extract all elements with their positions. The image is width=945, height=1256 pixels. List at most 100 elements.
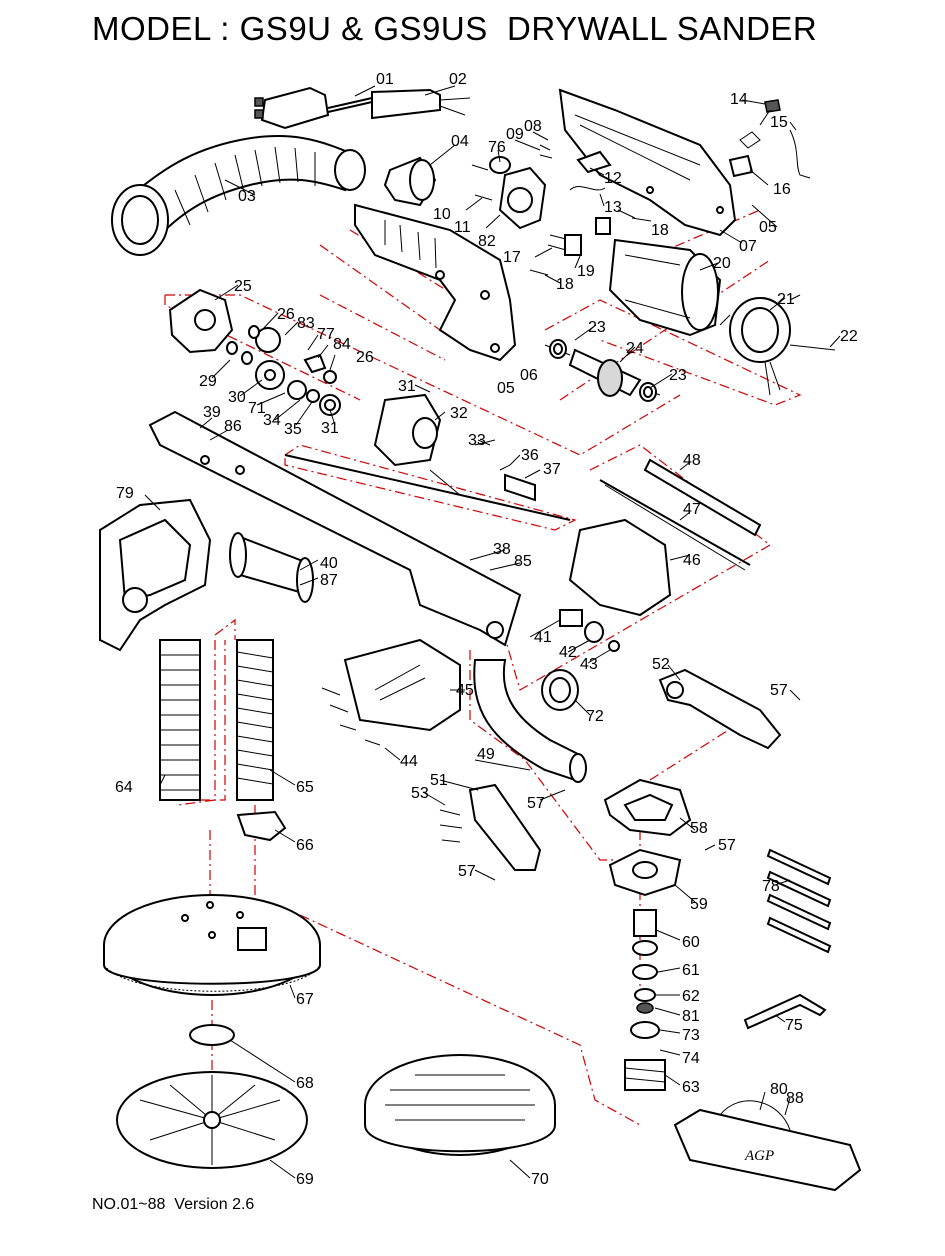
- label-57: 57: [718, 837, 736, 854]
- label-17: 17: [503, 249, 521, 266]
- label-48: 48: [683, 452, 701, 469]
- label-82: 82: [478, 233, 496, 250]
- head-cover-icon: [373, 393, 442, 467]
- main-tube-icon: [148, 410, 522, 647]
- label-18: 18: [556, 276, 574, 293]
- version-footer: NO.01~88 Version 2.6: [92, 1196, 255, 1213]
- cable-tie-icon: [766, 848, 832, 954]
- leader-lines: [144, 85, 841, 1179]
- label-25: 25: [234, 278, 252, 295]
- label-75: 75: [785, 1017, 803, 1034]
- rod-icon: [284, 454, 571, 521]
- label-11: 11: [454, 219, 471, 236]
- hose-connector-icon: [383, 156, 437, 207]
- cable-connector-icon: [371, 88, 471, 120]
- sanding-head-disc-icon: [103, 894, 321, 996]
- label-36: 36: [521, 447, 539, 464]
- label-05: 05: [497, 380, 515, 397]
- part-number-labels: 01 02 03 04 05 05 06 07 08 09 10 11 12 1…: [115, 71, 858, 1188]
- label-51: 51: [430, 772, 448, 789]
- label-03: 03: [238, 188, 256, 205]
- label-68: 68: [296, 1075, 314, 1092]
- label-66: 66: [296, 837, 314, 854]
- lower-handle-icon: [439, 783, 542, 871]
- ring-icon: [541, 669, 579, 711]
- swivel-bracket-icon: [568, 458, 762, 617]
- label-32: 32: [450, 405, 468, 422]
- label-19: 19: [577, 263, 595, 280]
- label-57: 57: [458, 863, 476, 880]
- label-08: 08: [524, 118, 542, 135]
- elbow-tube-icon: [473, 659, 587, 783]
- joint-icon: [608, 848, 682, 897]
- label-15: 15: [770, 114, 788, 131]
- label-85: 85: [514, 553, 532, 570]
- label-64: 64: [115, 779, 133, 796]
- label-79: 79: [116, 485, 134, 502]
- motor-housing-icon: [608, 238, 722, 337]
- label-04: 04: [451, 133, 469, 150]
- label-22: 22: [840, 328, 858, 345]
- label-23: 23: [588, 319, 606, 336]
- left-housing-icon: [354, 203, 517, 362]
- label-34: 34: [263, 412, 281, 429]
- label-87: 87: [320, 572, 338, 589]
- label-31: 31: [321, 420, 339, 437]
- label-88: 88: [786, 1090, 804, 1107]
- label-71: 71: [248, 400, 266, 417]
- label-24: 24: [626, 340, 644, 357]
- clamp-ring-icon: [189, 1024, 235, 1046]
- label-57: 57: [770, 682, 788, 699]
- label-67: 67: [296, 991, 314, 1008]
- label-42: 42: [559, 644, 577, 661]
- label-74: 74: [682, 1050, 700, 1067]
- gear-set-icon: [226, 325, 341, 416]
- label-20: 20: [713, 255, 731, 272]
- brush-holder-icon: [728, 154, 754, 178]
- label-16: 16: [773, 181, 791, 198]
- label-46: 46: [683, 552, 701, 569]
- label-73: 73: [682, 1027, 700, 1044]
- label-12: 12: [604, 170, 622, 187]
- label-10: 10: [433, 206, 451, 223]
- label-41: 41: [534, 629, 552, 646]
- bag-logo: AGP: [744, 1148, 774, 1164]
- label-69: 69: [296, 1171, 314, 1188]
- hex-key-icon: [743, 993, 827, 1030]
- gearbox-cover-icon: [489, 156, 547, 230]
- sleeve-icon: [229, 532, 314, 603]
- screw-set-icon: [471, 144, 636, 276]
- diagram-title: MODEL : GS9U & GS9US DRYWALL SANDER: [92, 10, 818, 47]
- label-58: 58: [690, 820, 708, 837]
- label-05: 05: [759, 219, 777, 236]
- motor-cover-icon: [321, 638, 461, 746]
- label-09: 09: [506, 126, 524, 143]
- long-screw-icon: [789, 344, 836, 351]
- label-30: 30: [228, 389, 246, 406]
- label-23: 23: [669, 367, 687, 384]
- label-44: 44: [400, 753, 418, 770]
- backing-plate-icon: [116, 1071, 308, 1169]
- bearing-stack-icon: [624, 909, 666, 1091]
- label-14: 14: [730, 91, 748, 108]
- label-76: 76: [488, 139, 506, 156]
- label-81: 81: [682, 1008, 700, 1025]
- label-38: 38: [493, 541, 511, 558]
- armature-icon: [544, 339, 661, 402]
- label-18: 18: [651, 222, 669, 239]
- label-63: 63: [682, 1079, 700, 1096]
- label-52: 52: [652, 656, 670, 673]
- label-77: 77: [317, 326, 335, 343]
- label-06: 06: [520, 367, 538, 384]
- side-handle-icon: [658, 668, 782, 750]
- label-78: 78: [762, 878, 780, 895]
- label-39: 39: [203, 404, 221, 421]
- parts: [99, 86, 862, 1192]
- label-26: 26: [277, 306, 295, 323]
- label-40: 40: [320, 555, 338, 572]
- label-43: 43: [580, 656, 598, 673]
- label-35: 35: [284, 421, 302, 438]
- label-29: 29: [199, 373, 217, 390]
- carry-bag-icon: [673, 1100, 862, 1192]
